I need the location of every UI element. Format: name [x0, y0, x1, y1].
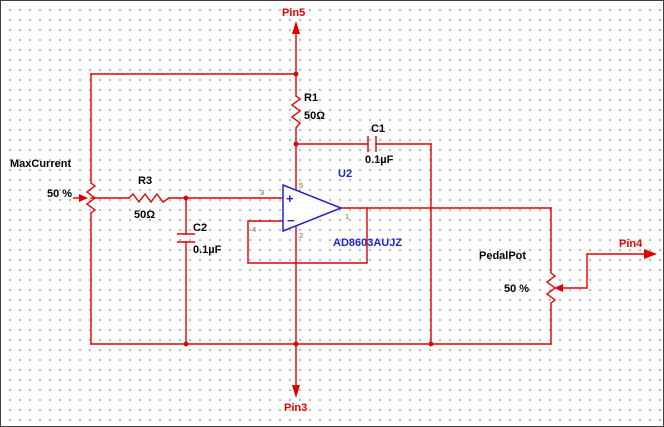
wire-feedback-loop[interactable] — [247, 207, 368, 264]
junction-dot — [183, 341, 189, 347]
potentiometer-maxcurrent[interactable]: MaxCurrent 50 % — [10, 158, 97, 214]
u2-pin-number-output: 1 — [345, 212, 349, 221]
u2-pin-number-inminus: 4 — [252, 225, 256, 234]
connector-pin3[interactable]: Pin3 — [284, 385, 307, 414]
u2-part-label[interactable]: AD8603AUJZ — [333, 237, 402, 249]
pin3-arrow-icon[interactable] — [292, 385, 300, 398]
resistor-r3[interactable]: R3 50Ω — [128, 175, 170, 221]
junction-dot — [183, 195, 189, 201]
opamp-u2[interactable]: + − U2 AD8603AUJZ 5 2 3 4 1 — [252, 168, 402, 249]
pedalpot-setting-label[interactable]: 50 % — [504, 283, 529, 295]
u2-minus-input-sign: − — [287, 213, 295, 228]
c1-value-label[interactable]: 0.1µF — [365, 154, 394, 166]
resistor-r1[interactable]: R1 50Ω — [290, 92, 325, 129]
pin5-label[interactable]: Pin5 — [282, 7, 305, 19]
maxcurrent-setting-label[interactable]: 50 % — [47, 188, 72, 200]
connector-pin5[interactable]: Pin5 — [282, 7, 305, 34]
capacitor-c2[interactable]: C2 0.1µF — [177, 222, 222, 256]
junction-dot — [428, 341, 434, 347]
potentiometer-pedalpot[interactable]: PedalPot 50 % — [479, 250, 563, 304]
u2-ref-label[interactable]: U2 — [338, 168, 352, 180]
c2-value-label[interactable]: 0.1µF — [193, 244, 222, 256]
u2-pin-number-inplus: 3 — [260, 188, 264, 197]
connector-pin4[interactable]: Pin4 — [619, 238, 657, 259]
r1-ref-label[interactable]: R1 — [304, 92, 318, 104]
pedalpot-wiper-arrow-icon — [554, 284, 563, 292]
u2-pin-number-vminus: 2 — [299, 231, 303, 240]
c1-ref-label[interactable]: C1 — [371, 123, 385, 135]
maxcurrent-name-label[interactable]: MaxCurrent — [10, 158, 71, 170]
pedalpot-name-label[interactable]: PedalPot — [479, 250, 526, 262]
pin4-label[interactable]: Pin4 — [619, 238, 643, 250]
maxcurrent-wiper-arrow-icon — [79, 194, 88, 202]
junction-dots — [183, 71, 434, 347]
r1-body[interactable] — [290, 95, 302, 129]
c2-ref-label[interactable]: C2 — [193, 222, 207, 234]
u2-triangle-body[interactable] — [282, 183, 344, 233]
r3-value-label[interactable]: 50Ω — [134, 209, 155, 221]
u2-pin-number-vplus: 5 — [299, 181, 303, 190]
u2-plus-input-sign: + — [286, 191, 294, 206]
pin5-arrow-icon[interactable] — [292, 21, 300, 34]
capacitor-c1[interactable]: C1 0.1µF — [365, 123, 394, 166]
wire-wiper-to-pin4[interactable] — [562, 253, 645, 289]
junction-dot — [293, 141, 299, 147]
pedalpot-body[interactable] — [545, 272, 557, 304]
maxcurrent-body[interactable] — [85, 182, 97, 214]
r3-ref-label[interactable]: R3 — [138, 175, 152, 187]
r3-body[interactable] — [128, 192, 170, 204]
wires — [90, 32, 645, 386]
r1-value-label[interactable]: 50Ω — [304, 110, 325, 122]
pin4-arrow-icon[interactable] — [644, 249, 657, 259]
junction-dot — [293, 341, 299, 347]
pin3-label[interactable]: Pin3 — [284, 402, 307, 414]
junction-dot — [293, 71, 299, 77]
